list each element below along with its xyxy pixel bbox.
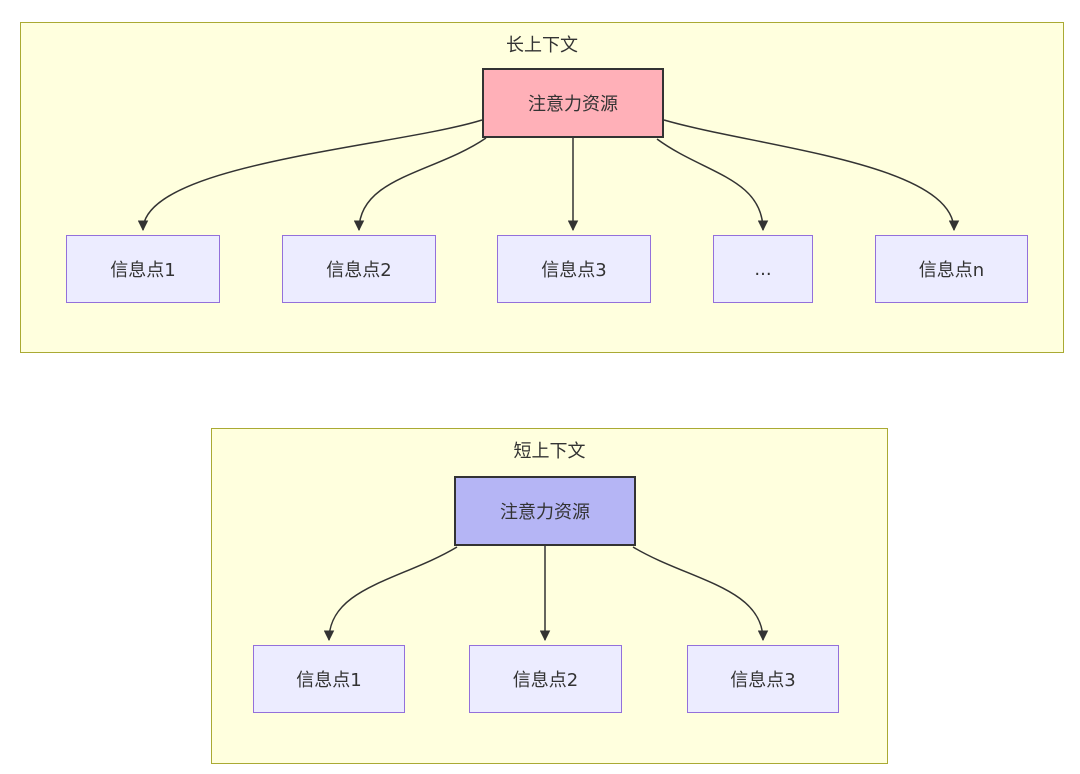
node-info-point-1-short: 信息点1 xyxy=(253,645,405,713)
node-info-point-ellipsis-long: ... xyxy=(713,235,813,303)
node-info-point-3-short: 信息点3 xyxy=(687,645,839,713)
node-info-point-3-long: 信息点3 xyxy=(497,235,651,303)
node-attention-resource-long: 注意力资源 xyxy=(482,68,664,138)
node-attention-resource-short: 注意力资源 xyxy=(454,476,636,546)
node-info-point-1-long: 信息点1 xyxy=(66,235,220,303)
node-info-point-2-long: 信息点2 xyxy=(282,235,436,303)
node-info-point-2-short: 信息点2 xyxy=(469,645,622,713)
short-context-title: 短上下文 xyxy=(513,441,586,462)
long-context-title: 长上下文 xyxy=(506,35,578,56)
node-info-point-n-long: 信息点n xyxy=(875,235,1028,303)
